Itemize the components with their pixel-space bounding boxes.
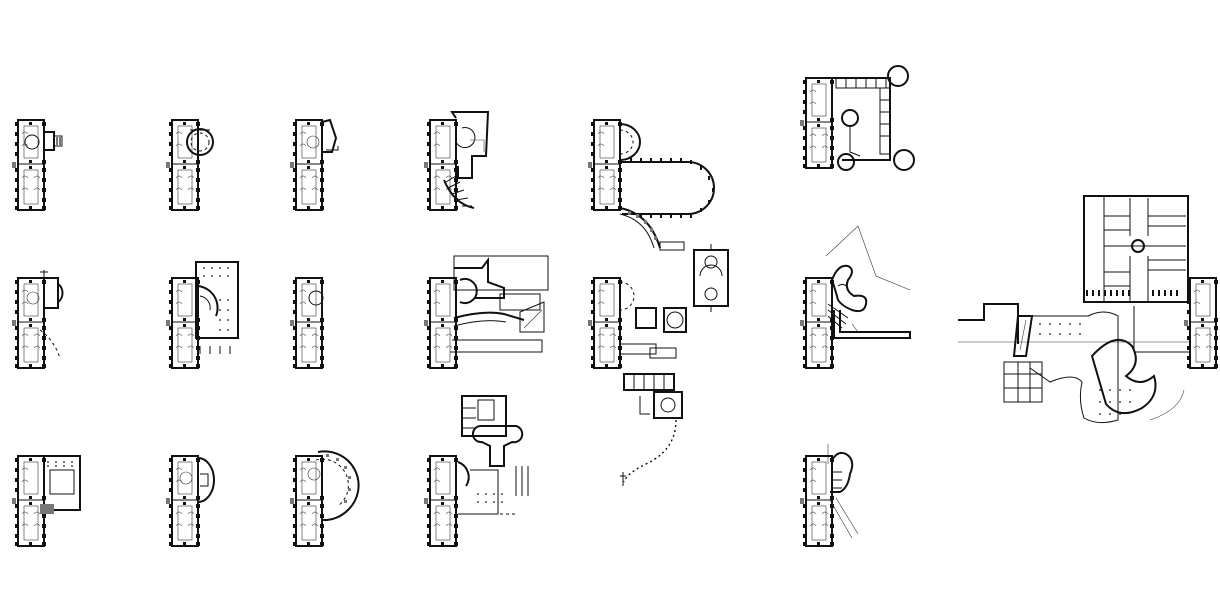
variant-r1-c6: [799, 65, 915, 171]
variant-r2-c4: [423, 255, 549, 369]
variant-r3-c5: [799, 444, 859, 547]
variant-r3-c4: [423, 395, 529, 547]
variant-r1-c2: [165, 119, 214, 211]
variant-r3-c3: [289, 450, 360, 547]
variant-r2-c1: [11, 270, 64, 369]
variant-r2-c5: [587, 244, 729, 486]
variant-r2-c3: [289, 277, 325, 369]
variant-r2-c6: [799, 225, 911, 369]
variant-r2-c2: [165, 261, 239, 369]
variant-r3-c2: [165, 455, 215, 547]
variant-r3-c1: [11, 455, 81, 547]
variant-r1-c1: [11, 119, 63, 211]
variant-r1-c5: [587, 119, 715, 251]
variant-r1-c3: [289, 118, 339, 211]
variant-r1-c4: [423, 111, 490, 211]
variant-r2-c7: [958, 195, 1219, 424]
